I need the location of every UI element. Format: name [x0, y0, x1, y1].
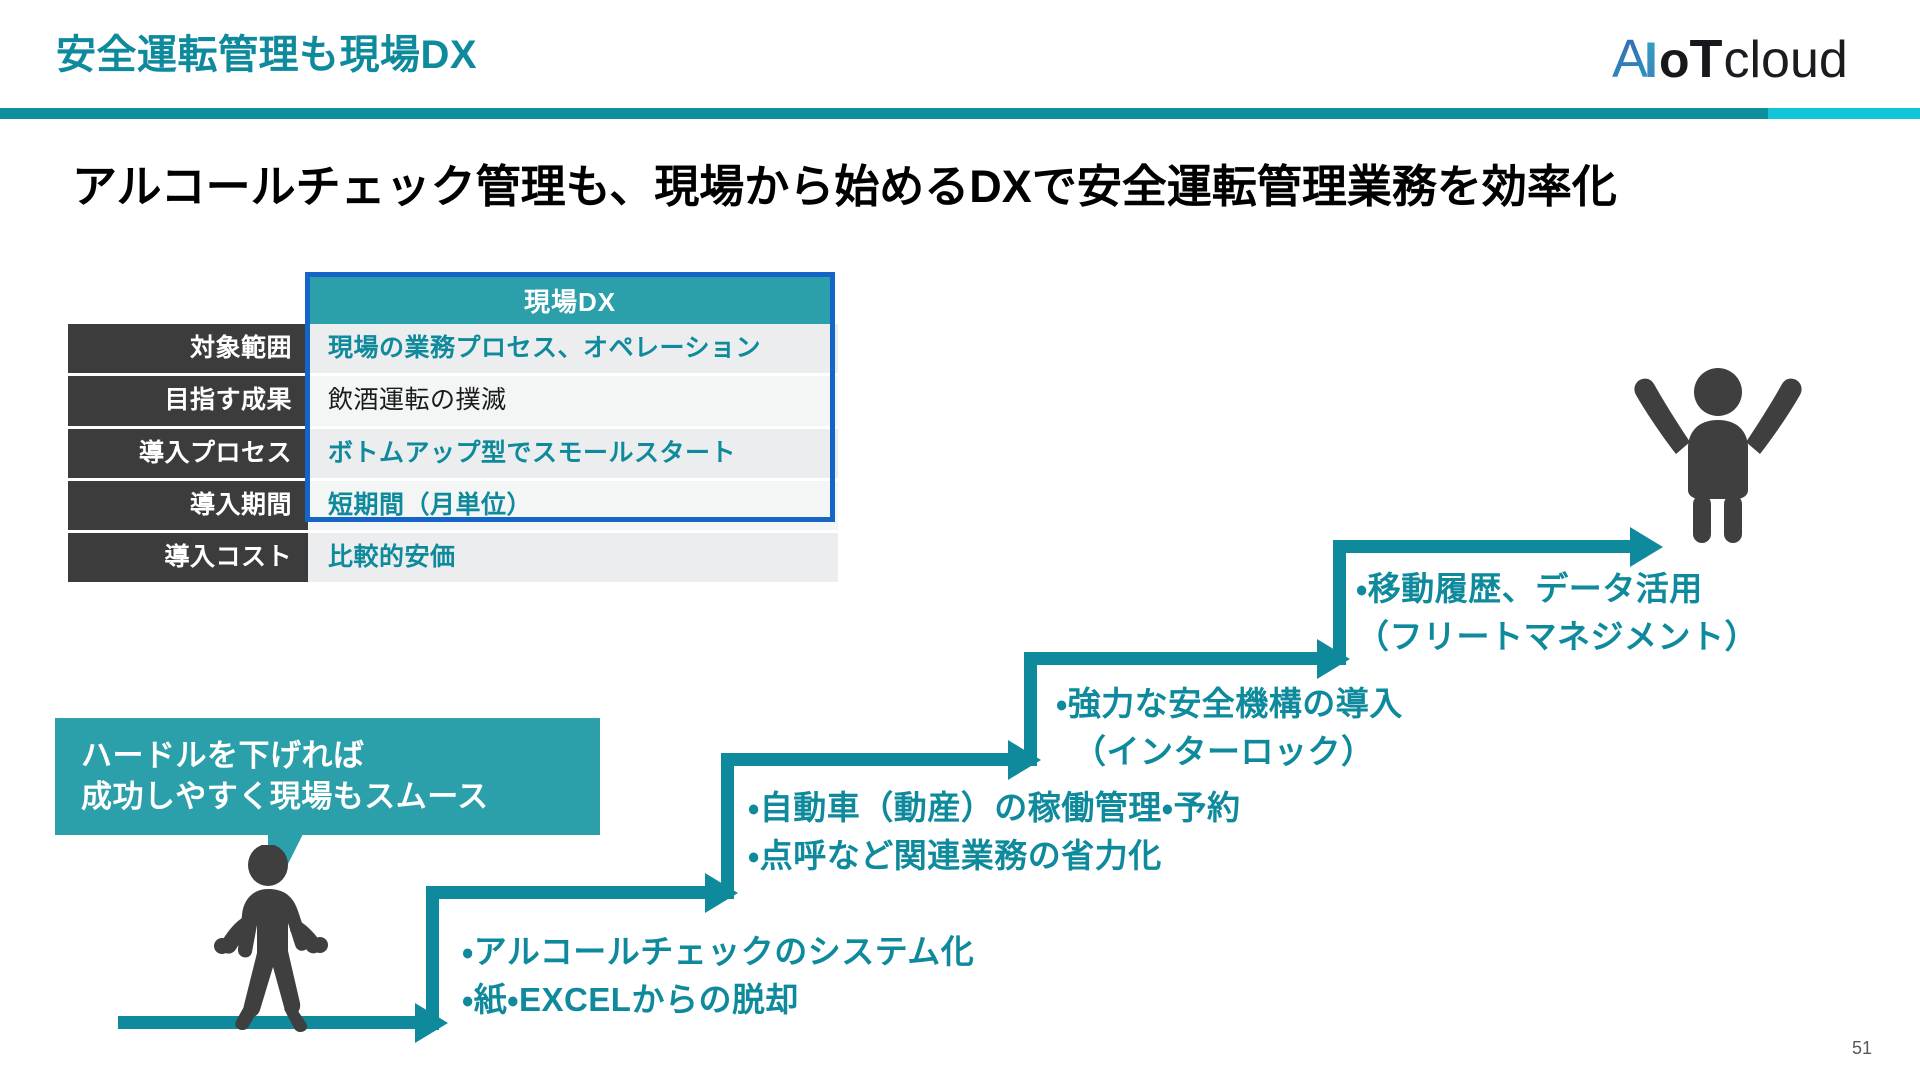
- table-row: 導入プロセス ボトムアップ型でスモールスタート: [68, 428, 838, 478]
- logo-letter-t: T: [1689, 29, 1722, 89]
- arrow-riser-4: [1333, 540, 1346, 665]
- page-number: 51: [1852, 1038, 1873, 1058]
- step-3-label: ・強力な安全機構の導入 （インターロック）: [1056, 680, 1403, 776]
- table-column-header: 現場DX: [310, 277, 830, 324]
- arrow-segment-2: [721, 753, 1011, 766]
- step-1-label: ・アルコールチェックのシステム化 ・紙・EXCELからの脱却: [462, 928, 974, 1024]
- table-row-value: 現場の業務プロセス、オペレーション: [308, 324, 838, 374]
- arrow-segment-ground: [118, 1016, 418, 1029]
- table-row: 導入期間 短期間（月単位）: [68, 480, 838, 530]
- arrow-segment-3: [1024, 652, 1320, 665]
- table-row-value: 比較的安価: [308, 533, 838, 583]
- slide-subtitle: アルコールチェック管理も、現場から始めるDXで安全運転管理業務を効率化: [72, 161, 1617, 212]
- logo-word-cloud: cloud: [1723, 31, 1848, 89]
- step-3-line-1: ・強力な安全機構の導入: [1056, 685, 1403, 722]
- table-row-label: 導入期間: [68, 480, 308, 530]
- arrow-segment-1: [426, 886, 708, 899]
- walking-person-icon: [214, 845, 328, 1033]
- table-row: 対象範囲 現場の業務プロセス、オペレーション: [68, 324, 838, 374]
- table-row-value: 飲酒運転の撲滅: [308, 376, 838, 426]
- logo-letter-o: o: [1658, 32, 1690, 88]
- callout-bubble: ハードルを下げれば 成功しやすく現場もスムース: [55, 718, 600, 836]
- callout-line-2: 成功しやすく現場もスムース: [81, 779, 489, 815]
- table-row-value: ボトムアップ型でスモールスタート: [308, 428, 838, 478]
- step-2-line-1: ・自動車（動産）の稼働管理・予約: [748, 789, 1241, 826]
- table-row-label: 対象範囲: [68, 324, 308, 374]
- step-4-label: ・移動履歴、データ活用 （フリートマネジメント）: [1356, 565, 1758, 661]
- table-row: 目指す成果 飲酒運転の撲滅: [68, 376, 838, 426]
- table-row-label: 導入コスト: [68, 533, 308, 583]
- step-4-line-2: （フリートマネジメント）: [1356, 617, 1758, 655]
- step-1-line-2: ・紙・EXCELからの脱却: [462, 980, 799, 1018]
- header-divider-accent: [1768, 108, 1920, 119]
- arrow-riser-3: [1024, 652, 1037, 766]
- page-title: 安全運転管理も現場DX: [56, 33, 478, 77]
- table-row-label: 導入プロセス: [68, 428, 308, 478]
- logo-letter-i: I: [1644, 32, 1658, 88]
- step-1-line-1: ・アルコールチェックのシステム化: [462, 933, 975, 970]
- callout-line-1: ハードルを下げれば: [81, 738, 365, 773]
- step-2-line-2: ・点呼など関連業務の省力化: [748, 836, 1162, 874]
- table-row-value: 短期間（月単位）: [308, 480, 838, 530]
- logo-letter-a: A: [1612, 29, 1648, 89]
- arrow-segment-4: [1333, 540, 1633, 553]
- brand-logo: A I o T cloud: [1612, 28, 1848, 89]
- step-3-line-2: （インターロック）: [1056, 732, 1375, 770]
- step-2-label: ・自動車（動産）の稼働管理・予約 ・点呼など関連業務の省力化: [748, 784, 1240, 880]
- step-4-line-1: ・移動履歴、データ活用: [1356, 570, 1703, 607]
- celebrating-person-icon: [1634, 368, 1802, 543]
- header-divider: [0, 108, 1920, 119]
- table-row-label: 目指す成果: [68, 376, 308, 426]
- table-row: 導入コスト 比較的安価: [68, 533, 838, 583]
- arrow-riser-2: [721, 753, 734, 899]
- arrow-right-icon: [1630, 527, 1663, 567]
- slide-header: 安全運転管理も現場DX A I o T cloud: [0, 0, 1920, 119]
- arrow-riser-1: [426, 886, 439, 1030]
